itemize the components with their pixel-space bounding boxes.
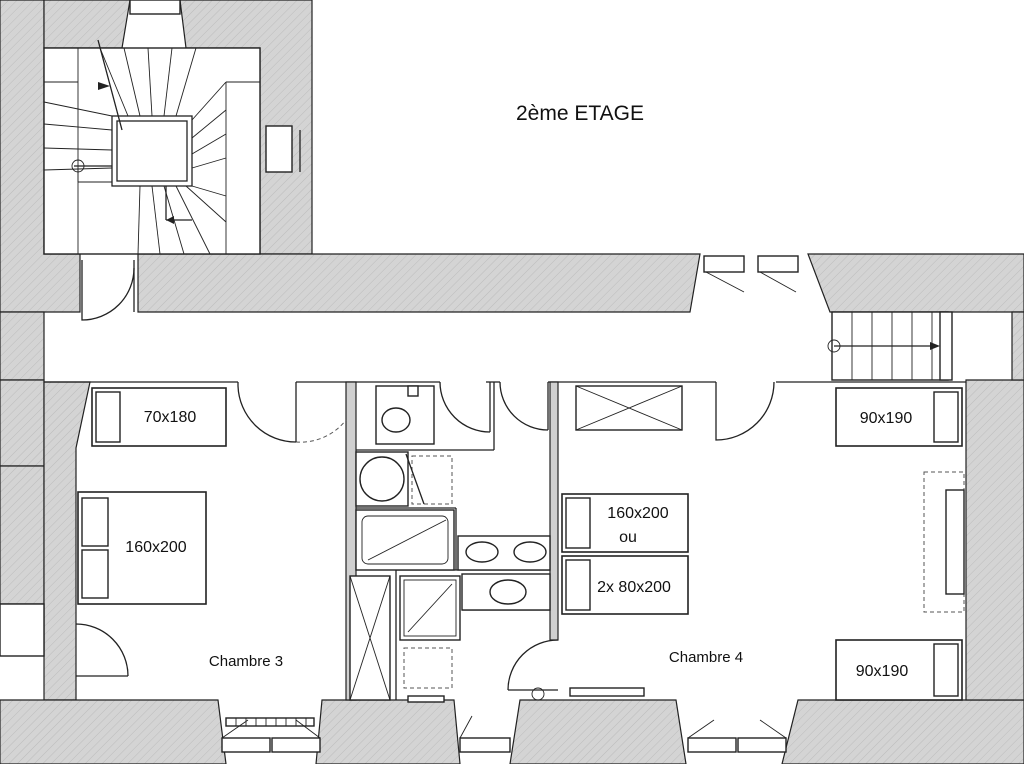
bed-label-90x190-bottom: 90x190 (856, 663, 909, 680)
wall-cabinet (0, 603, 45, 657)
bed-label-160x200: 160x200 (125, 539, 186, 556)
floor-title: 2ème ETAGE (516, 102, 644, 125)
windows (221, 687, 787, 753)
bed-label-90x190-top: 90x190 (860, 410, 913, 427)
bed-label-or: ou (619, 529, 637, 546)
bed-label-160x200-ou: 160x200 (607, 505, 668, 522)
small-stair (827, 311, 953, 381)
bed-label-70x180: 70x180 (144, 409, 197, 426)
staircase (43, 0, 301, 255)
room-label-chambre-4: Chambre 4 (669, 649, 743, 666)
corridor-doors (81, 255, 799, 321)
bathroom-fixtures (349, 385, 683, 701)
room-label-chambre-3: Chambre 3 (209, 653, 283, 670)
right-wardrobe (923, 471, 965, 613)
room-doors (75, 381, 775, 691)
bed-label-2x80x200: 2x 80x200 (597, 579, 671, 596)
beds (77, 387, 963, 701)
